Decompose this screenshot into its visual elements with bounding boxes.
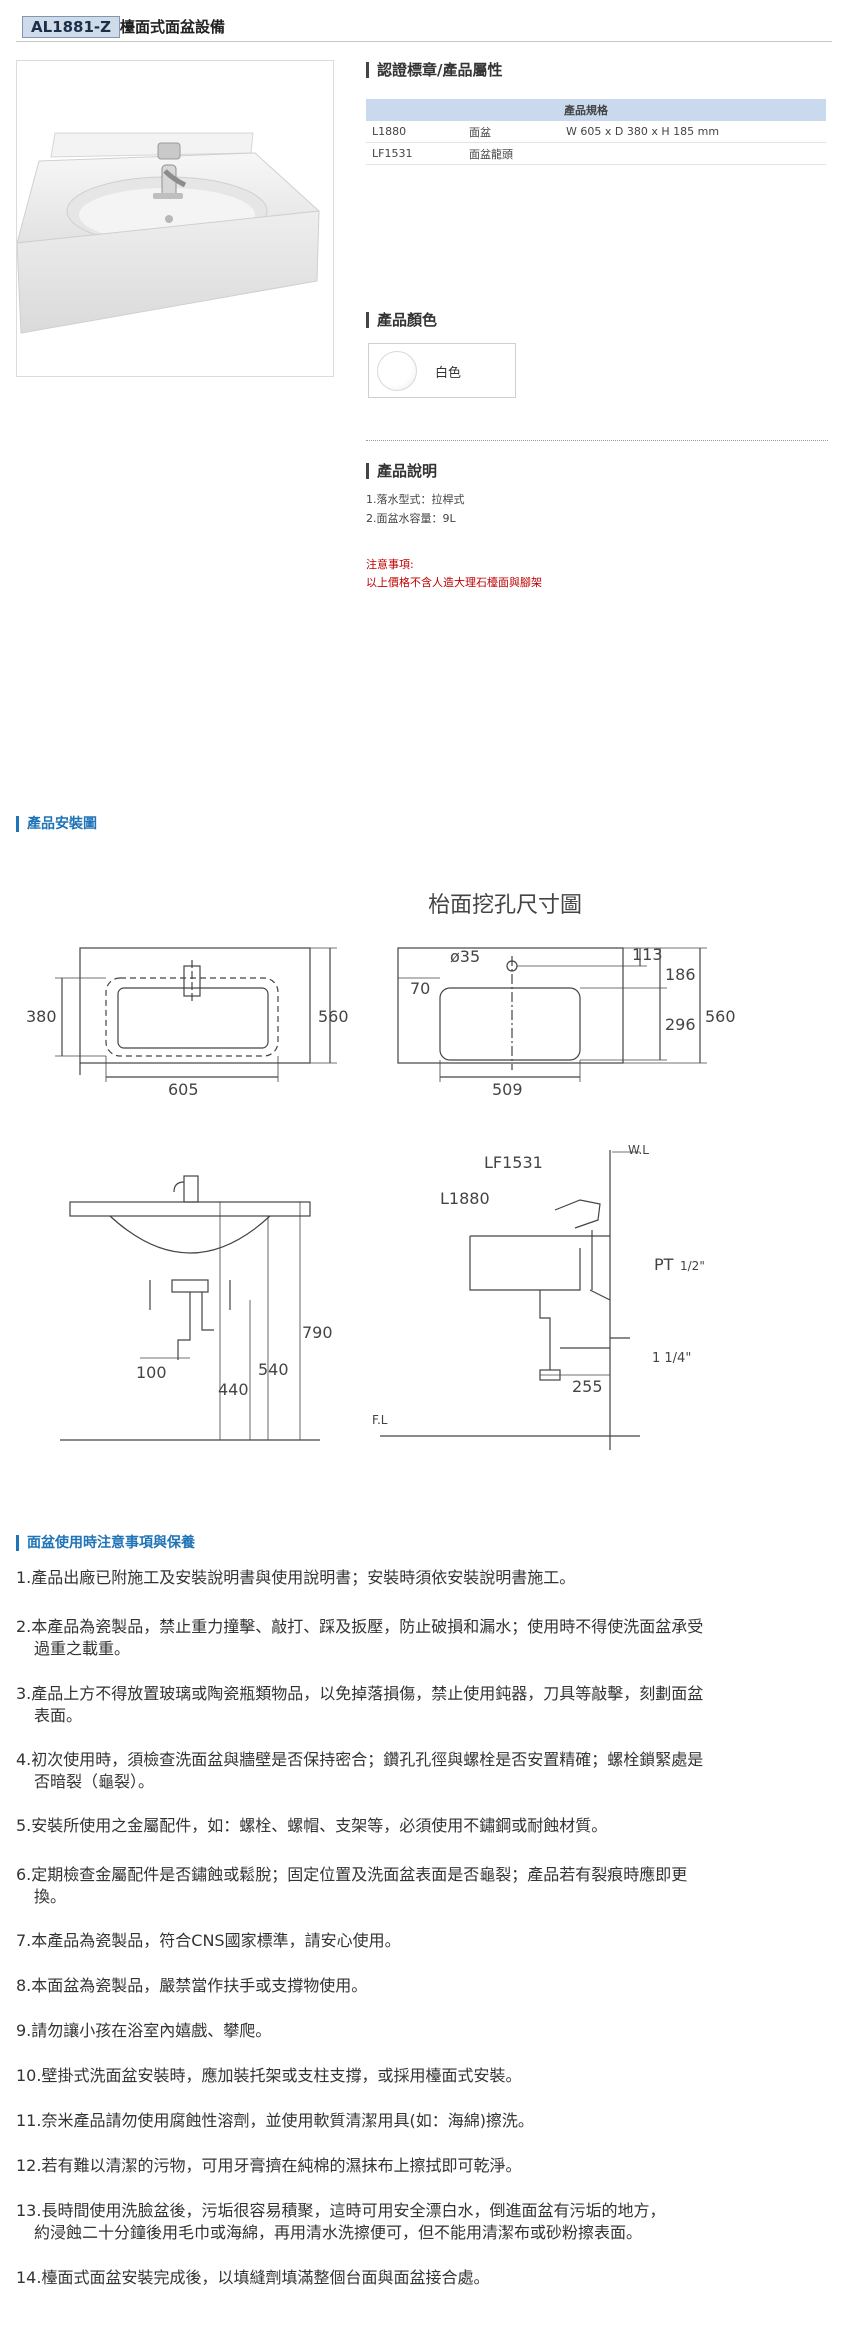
dim-255: 255 xyxy=(572,1377,603,1396)
list-item: 14.檯面式面盆安裝完成後，以填縫劑填滿整個台面與面盆接合處。 xyxy=(16,2267,824,2289)
dim-296: 296 xyxy=(665,1015,696,1034)
list-item: 12.若有難以清潔的污物，可用牙膏擠在純棉的濕抹布上擦拭即可乾淨。 xyxy=(16,2155,824,2177)
care-line-continued: 否暗裂（龜裂）。 xyxy=(34,1772,155,1791)
list-item: 13.長時間使用洗臉盆後，污垢很容易積聚，這時可用安全漂白水，倒進面盆有污垢的地… xyxy=(16,2200,824,2244)
dim-113: 113 xyxy=(632,945,663,964)
color-option[interactable]: 白色 xyxy=(368,343,516,398)
dim-560-right: 560 xyxy=(705,1007,736,1026)
row-spec xyxy=(560,142,826,165)
list-item: 1.產品出廠已附施工及安裝說明書與使用說明書；安裝時須依安裝說明書施工。 xyxy=(16,1567,824,1589)
install-section-title: 產品安裝圖 xyxy=(16,816,97,832)
spec-table-header: 產品規格 xyxy=(560,99,826,121)
list-item: 4.初次使用時，須檢查洗面盆與牆壁是否保持密合；鑽孔孔徑與螺栓是否安置精確；螺栓… xyxy=(16,1749,824,1793)
dim-540: 540 xyxy=(258,1360,289,1379)
care-line: 8.本面盆為瓷製品，嚴禁當作扶手或支撐物使用。 xyxy=(16,1976,368,1995)
dim-100: 100 xyxy=(136,1363,167,1382)
label-pt-frac: 1/2" xyxy=(680,1259,705,1273)
dim-d35: ø35 xyxy=(450,947,480,966)
sink-image xyxy=(16,132,321,334)
row-code: L1880 xyxy=(366,121,463,143)
care-line: 13.長時間使用洗臉盆後，污垢很容易積聚，這時可用安全漂白水，倒進面盆有污垢的地… xyxy=(16,2201,666,2220)
desc-line-2: 2.面盆水容量：9L xyxy=(366,512,456,525)
desc-section-title: 產品說明 xyxy=(366,463,437,479)
care-line: 11.奈米產品請勿使用腐蝕性溶劑，並使用軟質清潔用具(如：海綿)擦洗。 xyxy=(16,2111,534,2130)
list-item: 7.本產品為瓷製品，符合CNS國家標準，請安心使用。 xyxy=(16,1930,824,1952)
list-item: 6.定期檢查金屬配件是否鏽蝕或鬆脫；固定位置及洗面盆表面是否龜裂；產品若有裂痕時… xyxy=(16,1864,824,1908)
care-line: 10.壁掛式洗面盆安裝時，應加裝托架或支柱支撐，或採用檯面式安裝。 xyxy=(16,2066,522,2085)
care-section-title: 面盆使用時注意事項與保養 xyxy=(16,1535,195,1551)
spec-table: 產品規格 L1880 面盆 W 605 x D 380 x H 185 mm L… xyxy=(366,99,826,165)
list-item: 3.產品上方不得放置玻璃或陶瓷瓶類物品，以免掉落損傷，禁止使用鈍器，刀具等敲擊，… xyxy=(16,1683,824,1727)
section-divider xyxy=(366,440,828,441)
care-line: 5.安裝所使用之金屬配件，如：螺栓、螺帽、支架等，必須使用不鏽鋼或耐蝕材質。 xyxy=(16,1816,608,1835)
dim-186: 186 xyxy=(665,965,696,984)
cert-section-title: 認證標章/產品屬性 xyxy=(366,62,502,78)
warning-text: 以上價格不含人造大理石檯面與腳架 xyxy=(366,576,542,589)
dim-509: 509 xyxy=(492,1080,523,1099)
product-code-badge: AL1881-Z xyxy=(22,16,121,38)
list-item: 2.本產品為瓷製品，禁止重力撞擊、敲打、踩及扳壓，防止破損和漏水；使用時不得使洗… xyxy=(16,1616,824,1660)
dim-70: 70 xyxy=(410,979,430,998)
product-photo xyxy=(16,60,334,377)
row-spec: W 605 x D 380 x H 185 mm xyxy=(560,121,826,143)
care-line-continued: 表面。 xyxy=(34,1706,83,1725)
label-114: 1 1/4" xyxy=(652,1351,691,1366)
color-section-title: 產品顏色 xyxy=(366,312,437,328)
dim-560-left: 560 xyxy=(318,1007,349,1026)
color-swatch xyxy=(377,351,417,391)
label-wl: W.L xyxy=(628,1143,649,1157)
dim-605: 605 xyxy=(168,1080,199,1099)
label-fl: F.L xyxy=(372,1413,388,1427)
row-name: 面盆龍頭 xyxy=(463,142,560,165)
table-row: L1880 面盆 W 605 x D 380 x H 185 mm xyxy=(366,121,826,143)
drawing-top-title: 枱面挖孔尺寸圖 xyxy=(428,893,582,918)
warning-title: 注意事項: xyxy=(366,558,414,571)
care-line: 6.定期檢查金屬配件是否鏽蝕或鬆脫；固定位置及洗面盆表面是否龜裂；產品若有裂痕時… xyxy=(16,1865,688,1884)
row-code: LF1531 xyxy=(366,142,463,165)
care-line: 14.檯面式面盆安裝完成後，以填縫劑填滿整個台面與面盆接合處。 xyxy=(16,2268,490,2287)
install-drawing: 枱面挖孔尺寸圖 380 560 605 ø35 70 113 186 296 5… xyxy=(26,893,736,1450)
label-l1880: L1880 xyxy=(440,1189,490,1208)
label-pt: PT xyxy=(654,1255,674,1274)
row-name: 面盆 xyxy=(463,121,560,143)
care-line: 1.產品出廠已附施工及安裝說明書與使用說明書；安裝時須依安裝說明書施工。 xyxy=(16,1568,576,1587)
care-line: 12.若有難以清潔的污物，可用牙膏擠在純棉的濕抹布上擦拭即可乾淨。 xyxy=(16,2156,522,2175)
care-line-continued: 換。 xyxy=(34,1887,67,1906)
list-item: 11.奈米產品請勿使用腐蝕性溶劑，並使用軟質清潔用具(如：海綿)擦洗。 xyxy=(16,2110,824,2132)
dim-790: 790 xyxy=(302,1323,333,1342)
dim-380: 380 xyxy=(26,1007,57,1026)
care-line: 2.本產品為瓷製品，禁止重力撞擊、敲打、踩及扳壓，防止破損和漏水；使用時不得使洗… xyxy=(16,1617,704,1636)
list-item: 5.安裝所使用之金屬配件，如：螺栓、螺帽、支架等，必須使用不鏽鋼或耐蝕材質。 xyxy=(16,1815,824,1837)
care-line: 4.初次使用時，須檢查洗面盆與牆壁是否保持密合；鑽孔孔徑與螺栓是否安置精確；螺栓… xyxy=(16,1750,704,1769)
color-name: 白色 xyxy=(435,366,462,381)
spec-table-header-row: 產品規格 xyxy=(366,99,826,121)
care-line-continued: 過重之載重。 xyxy=(34,1639,131,1658)
list-item: 9.請勿讓小孩在浴室內嬉戲、攀爬。 xyxy=(16,2020,824,2042)
dim-440: 440 xyxy=(218,1380,249,1399)
list-item: 10.壁掛式洗面盆安裝時，應加裝托架或支柱支撐，或採用檯面式安裝。 xyxy=(16,2065,824,2087)
care-line-continued: 約浸蝕二十分鐘後用毛巾或海綿，再用清水洗擦便可，但不能用清潔布或砂粉擦表面。 xyxy=(34,2223,643,2242)
care-line: 3.產品上方不得放置玻璃或陶瓷瓶類物品，以免掉落損傷，禁止使用鈍器，刀具等敲擊，… xyxy=(16,1684,704,1703)
table-row: LF1531 面盆龍頭 xyxy=(366,142,826,165)
care-line: 7.本產品為瓷製品，符合CNS國家標準，請安心使用。 xyxy=(16,1931,401,1950)
label-lf1531: LF1531 xyxy=(484,1153,543,1172)
desc-line-1: 1.落水型式：拉桿式 xyxy=(366,493,465,506)
care-line: 9.請勿讓小孩在浴室內嬉戲、攀爬。 xyxy=(16,2021,272,2040)
header-divider xyxy=(16,41,832,42)
product-title: 檯面式面盆設備 xyxy=(120,18,226,36)
list-item: 8.本面盆為瓷製品，嚴禁當作扶手或支撐物使用。 xyxy=(16,1975,824,1997)
